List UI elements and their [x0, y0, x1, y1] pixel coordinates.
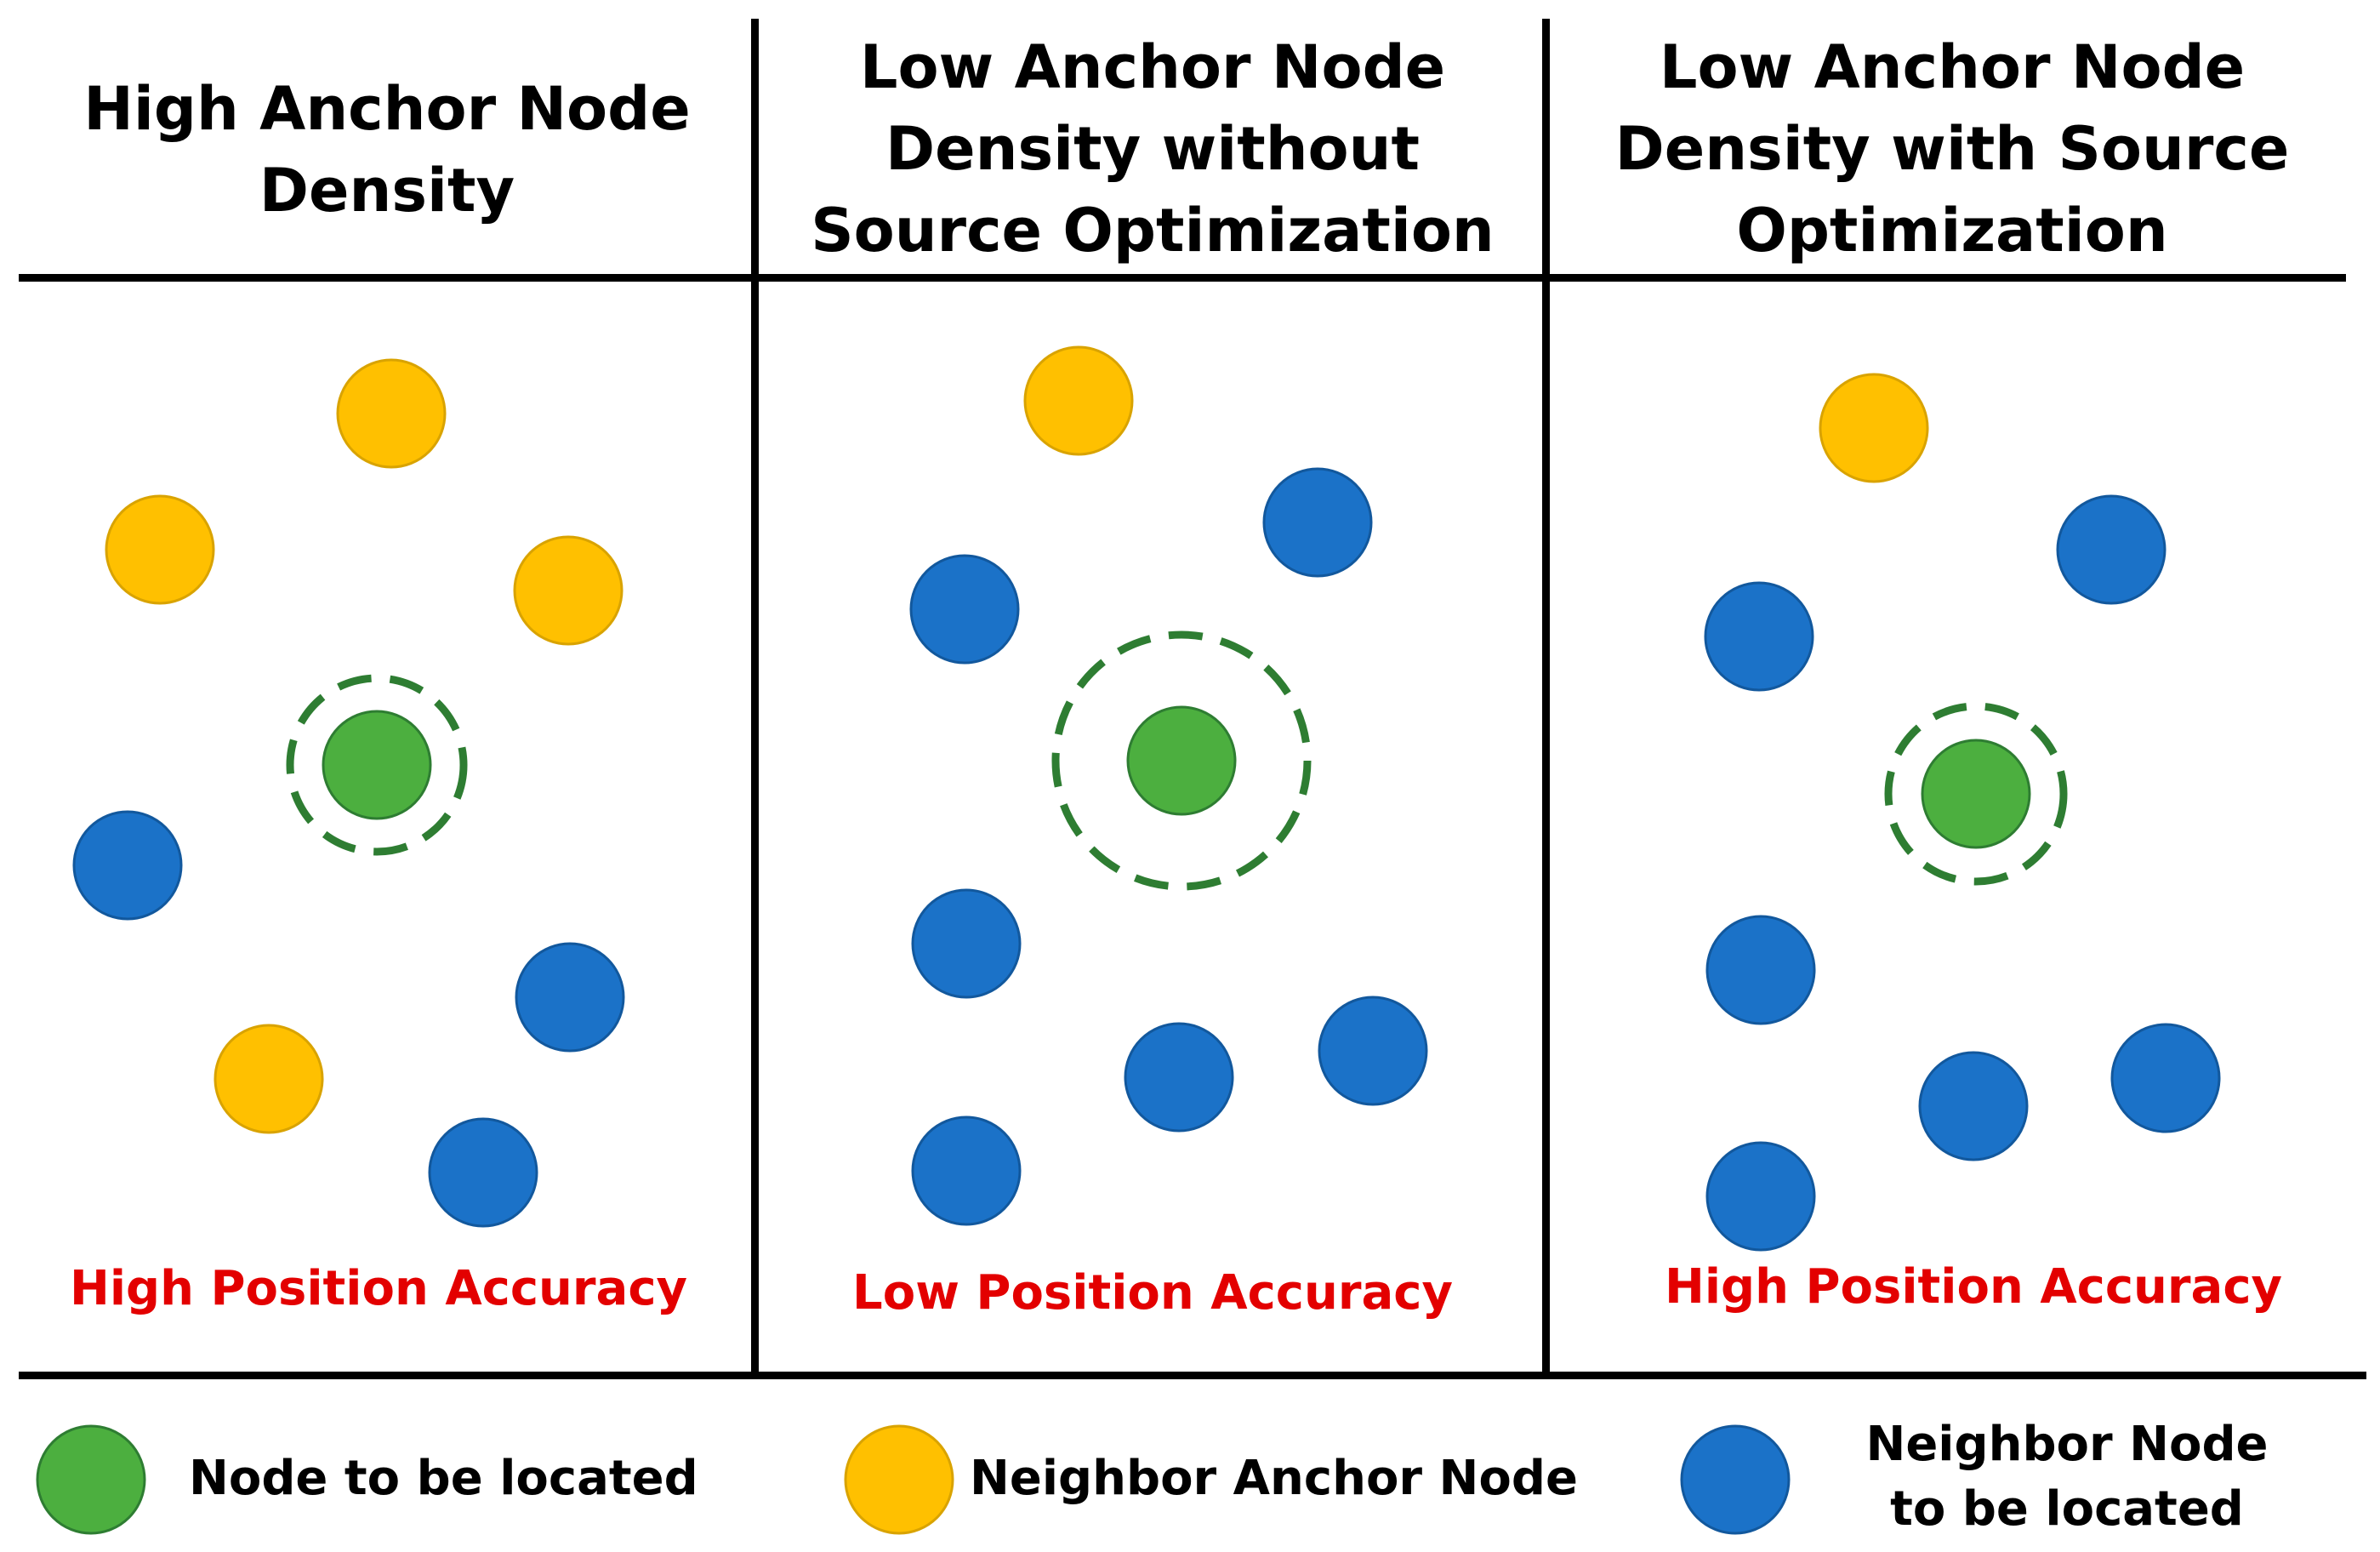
legend-neighbor-line1: Neighbor Node [1865, 1417, 2269, 1472]
neighbor-node [1318, 996, 1428, 1106]
anchor-node [336, 358, 447, 469]
column-divider-2 [1542, 19, 1550, 1376]
panel-title: Low Anchor Node Density with Source Opti… [1614, 32, 2290, 265]
neighbor-node [1705, 1141, 1816, 1252]
neighbor-node [911, 888, 1022, 999]
uncertainty-ring [286, 674, 468, 856]
node-to-be-located [1921, 739, 2031, 849]
panel-title: High Anchor Node Density [83, 74, 691, 225]
accuracy-label: High Position Accuracy [69, 1261, 688, 1316]
neighbor-node [1124, 1022, 1234, 1133]
bottom-divider [19, 1372, 2366, 1379]
legend-anchor-swatch [844, 1424, 954, 1535]
legend-neighbor-label: Neighbor Node to be located [1846, 1412, 2288, 1542]
panel-2-nodes [909, 345, 1428, 1226]
neighbor-node [72, 810, 183, 921]
neighbor-node [1262, 467, 1373, 578]
node-to-be-located [322, 710, 432, 820]
accuracy-label: High Position Accuracy [1664, 1259, 2283, 1315]
anchor-node [214, 1024, 324, 1134]
node-to-be-located [1126, 705, 1237, 816]
panel-1-nodes [72, 358, 625, 1228]
anchor-node [513, 535, 623, 646]
anchor-node [1023, 345, 1134, 456]
neighbor-node [2110, 1023, 2221, 1133]
legend-anchor-label: Neighbor Anchor Node [970, 1451, 1578, 1506]
neighbor-node [1918, 1051, 2029, 1161]
neighbor-node [428, 1117, 538, 1228]
neighbor-node [1704, 581, 1814, 692]
anchor-node [105, 494, 215, 605]
legend-neighbor-swatch [1680, 1424, 1791, 1535]
neighbor-node [911, 1116, 1022, 1226]
legend-neighbor-line2: to be located [1890, 1481, 2244, 1537]
accuracy-label: Low Position Accuracy [852, 1265, 1453, 1321]
uncertainty-ring [1884, 702, 2068, 886]
panel-title: Low Anchor Node Density without Source O… [811, 32, 1495, 265]
neighbor-node [909, 554, 1020, 665]
neighbor-node [2056, 494, 2166, 605]
uncertainty-ring [1051, 630, 1312, 891]
header-divider [19, 274, 2346, 282]
neighbor-node [515, 942, 625, 1053]
neighbor-node [1705, 915, 1816, 1025]
legend-located-label: Node to be located [189, 1451, 698, 1506]
anchor-node [1819, 373, 1929, 483]
panel-3-nodes [1704, 373, 2221, 1252]
column-divider-1 [751, 19, 759, 1376]
legend-swatches [36, 1424, 1791, 1535]
legend-located-swatch [36, 1424, 146, 1535]
